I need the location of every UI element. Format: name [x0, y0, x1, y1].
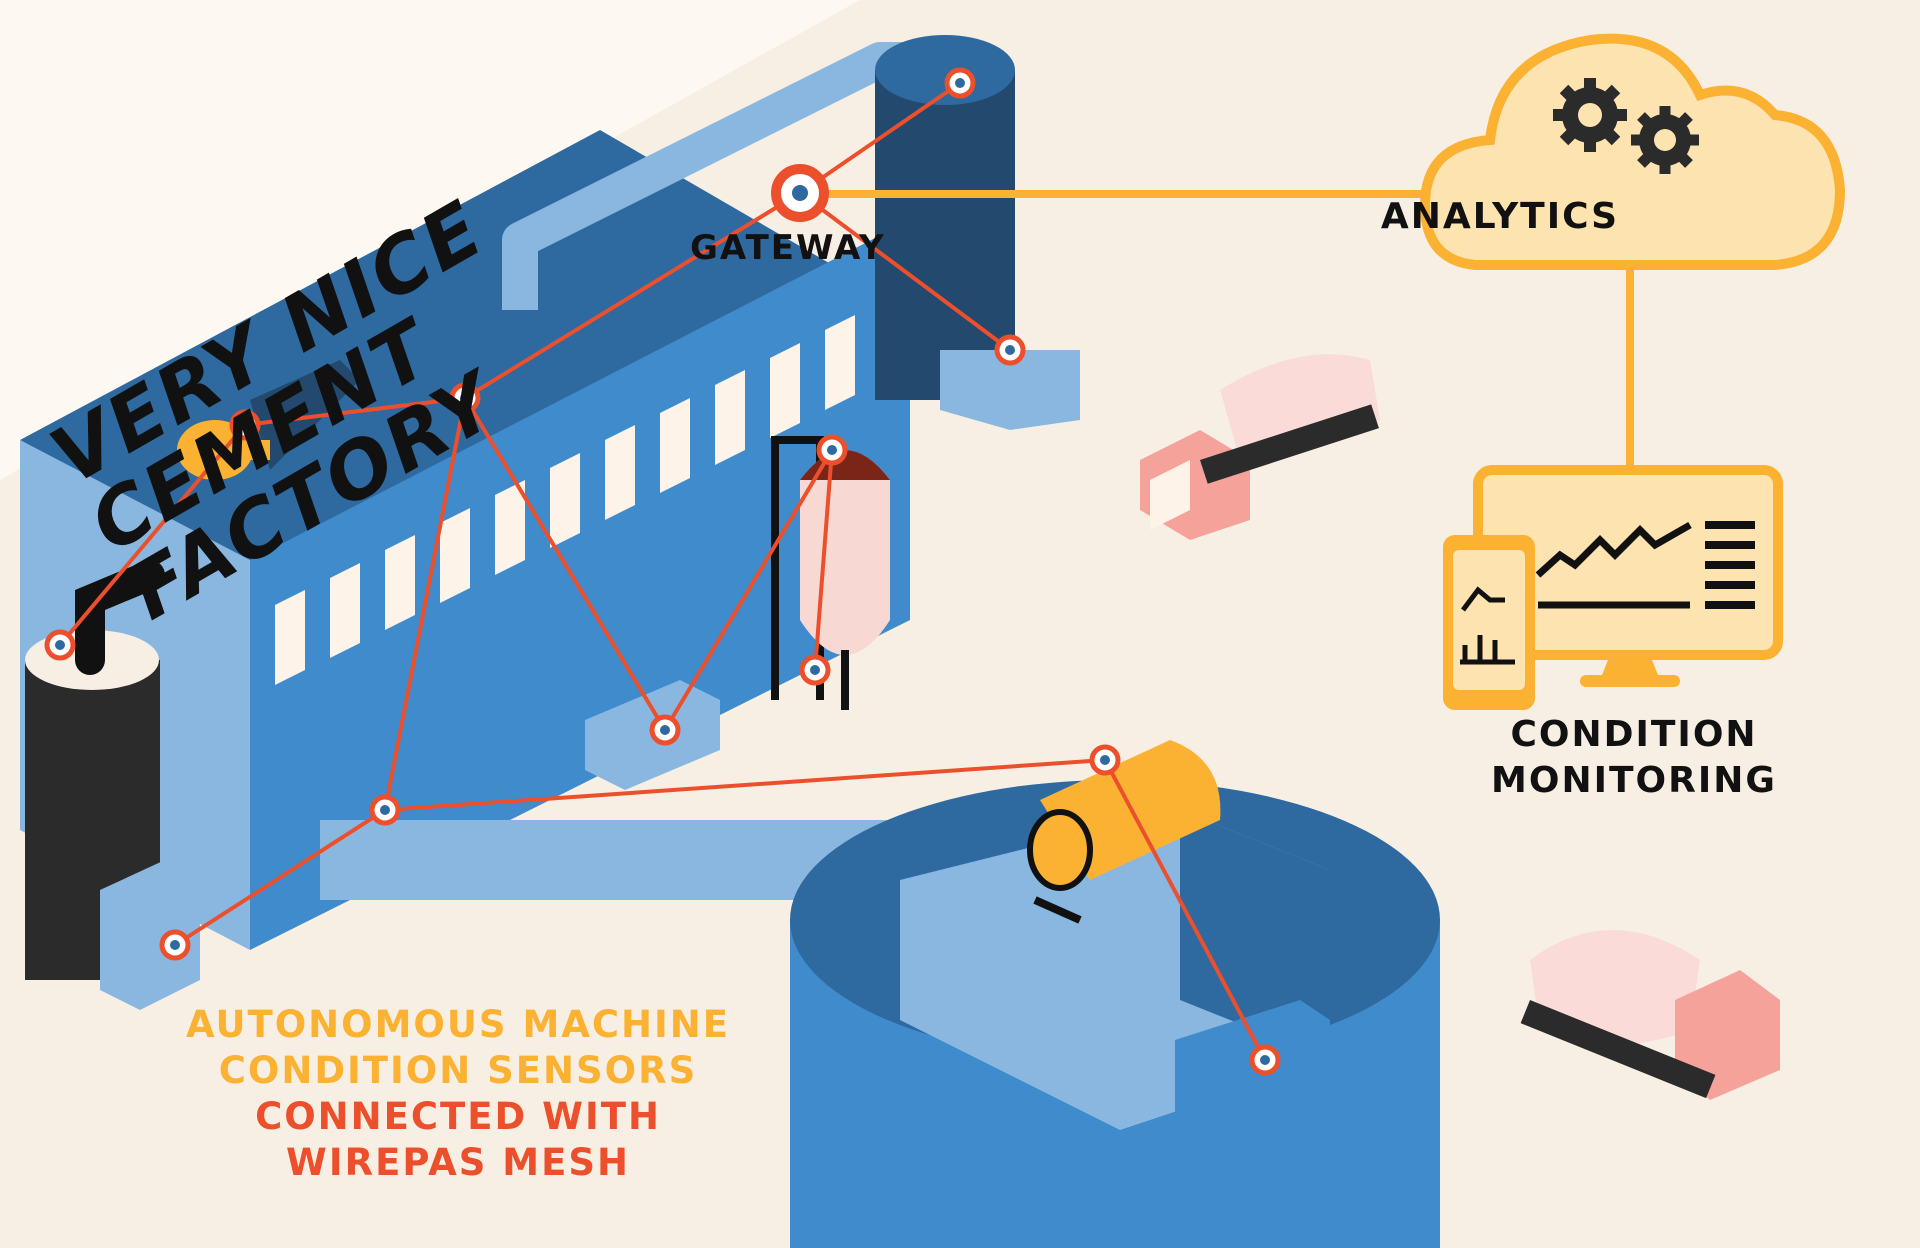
cloud-icon	[1419, 33, 1846, 270]
sensor-nodes	[44, 67, 1281, 1076]
condition-monitoring-label: CONDITION MONITORING	[1491, 712, 1777, 804]
monitor-icon	[1473, 465, 1783, 687]
sensor-node-icon	[994, 334, 1026, 366]
truck-icon	[1140, 354, 1380, 540]
sensors-caption-line-3: CONNECTED WITH	[255, 1095, 661, 1138]
round-base	[790, 780, 1440, 1248]
sensor-node-icon	[1089, 744, 1121, 776]
sensor-node-icon	[816, 434, 848, 466]
gateway-node-icon	[771, 164, 829, 222]
sensor-node-icon	[369, 794, 401, 826]
small-box-left	[100, 860, 200, 1010]
sensors-caption: AUTONOMOUS MACHINE CONDITION SENSORS CON…	[186, 1002, 730, 1186]
sensor-node-icon	[649, 714, 681, 746]
sensors-caption-line-1: AUTONOMOUS MACHINE	[185, 1003, 731, 1046]
gateway-label: GATEWAY	[690, 228, 886, 268]
factory-windows	[275, 315, 855, 685]
condition-monitoring-line-2: MONITORING	[1491, 760, 1777, 801]
sensor-node-icon	[44, 629, 76, 661]
gear-icon	[1553, 78, 1627, 152]
condition-monitoring-line-1: CONDITION	[1510, 714, 1758, 755]
sensors-caption-line-2: CONDITION SENSORS	[218, 1049, 698, 1092]
sensor-node-icon	[1249, 1044, 1281, 1076]
factory-building	[20, 42, 940, 950]
gear-icon	[1631, 106, 1699, 174]
analytics-label: ANALYTICS	[1380, 196, 1620, 237]
sensor-node-icon	[229, 409, 261, 441]
sensor-node-icon	[449, 382, 481, 414]
sensor-node-icon	[799, 654, 831, 686]
silo	[875, 35, 1080, 430]
phone-icon	[1443, 535, 1535, 710]
sensors-caption-line-4: WIREPAS MESH	[286, 1141, 630, 1184]
sensor-node-icon	[944, 67, 976, 99]
sensor-node-icon	[159, 929, 191, 961]
truck-icon	[1520, 930, 1780, 1100]
